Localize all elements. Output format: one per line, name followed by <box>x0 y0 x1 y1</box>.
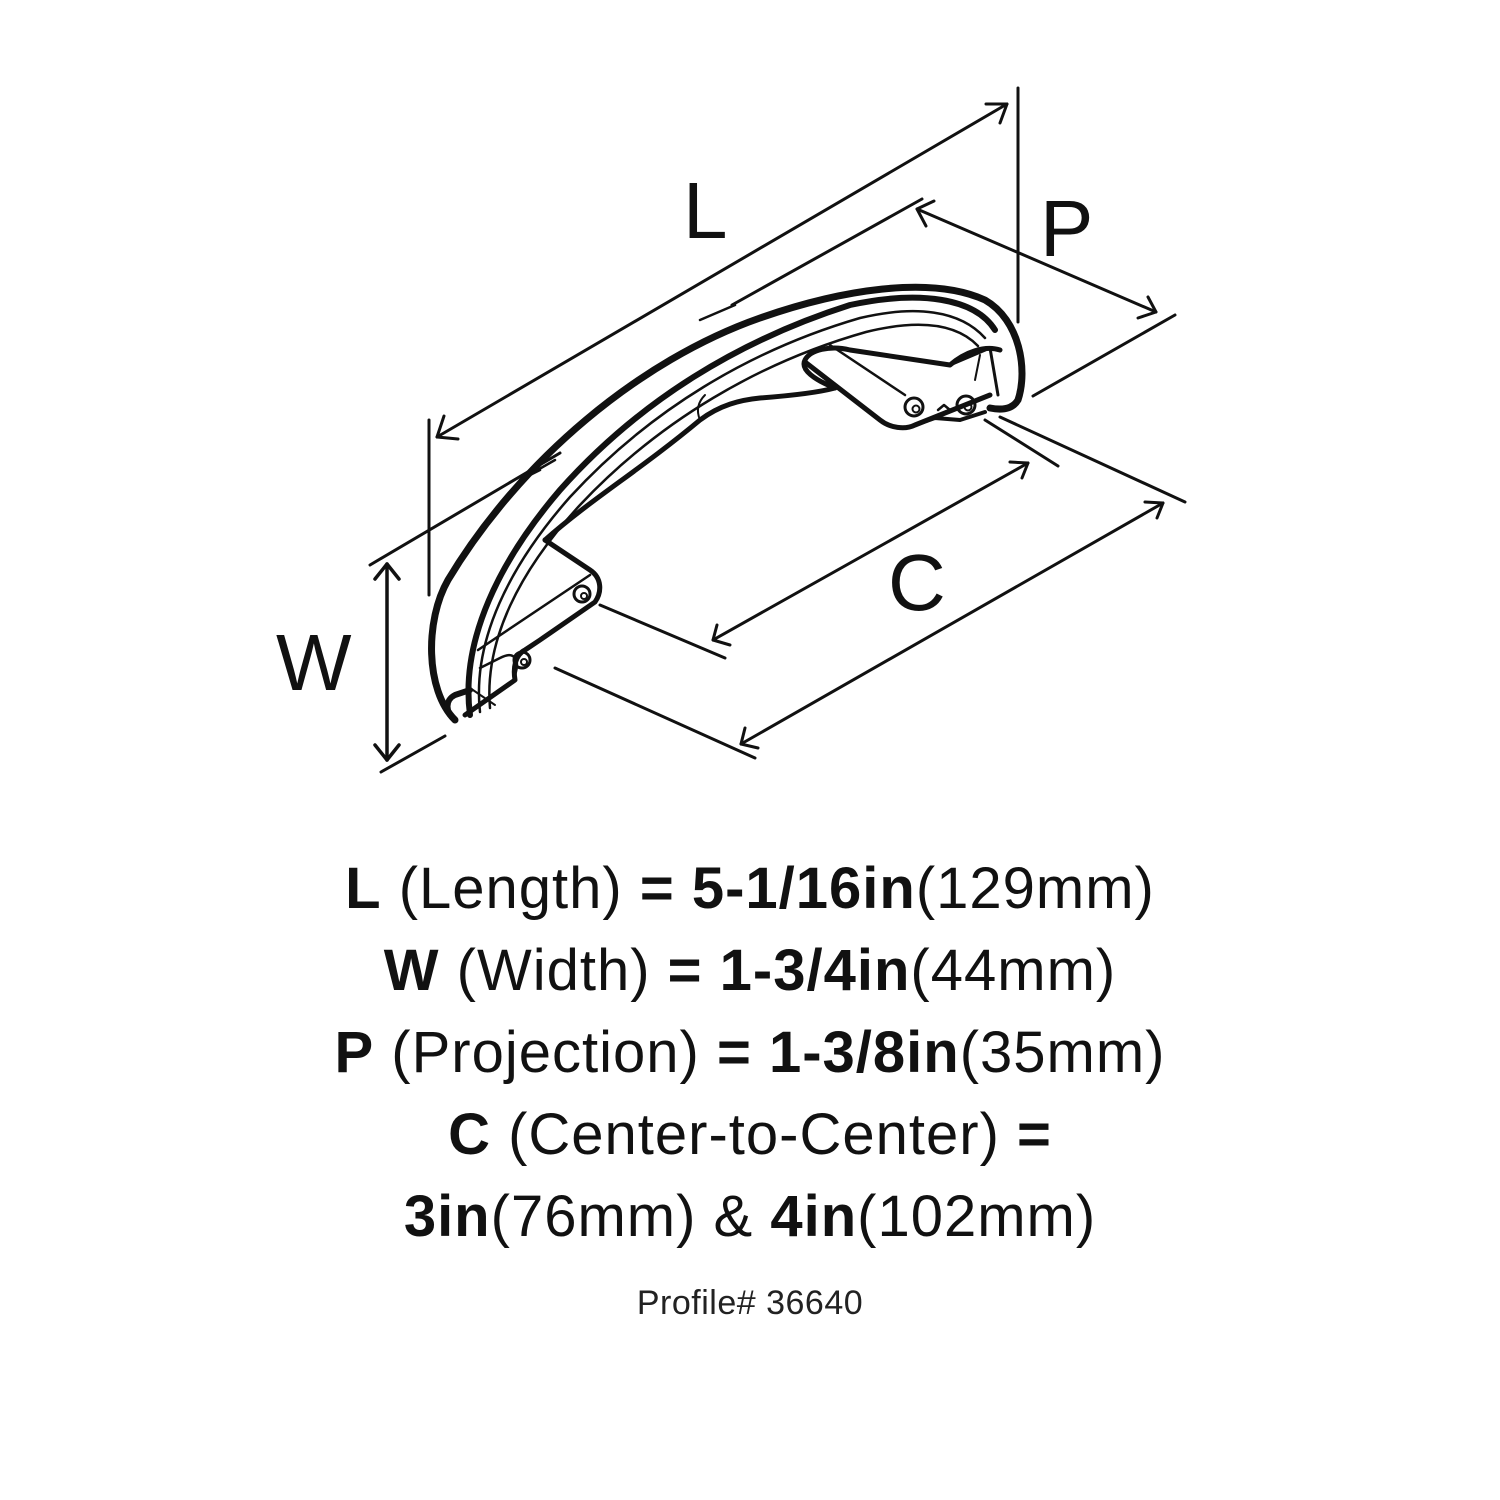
spec-equals: = <box>716 1020 752 1085</box>
label-L: L <box>683 166 728 255</box>
spec-equals: = <box>1017 1102 1052 1167</box>
spec-metric: (44mm) <box>910 938 1117 1003</box>
spec-metric: (35mm) <box>959 1020 1166 1085</box>
spec-joiner: & <box>713 1184 754 1249</box>
spec-imperial: 5-1/16in <box>691 856 916 921</box>
handle-dimension-drawing: L P W C <box>276 86 1187 774</box>
spec-key: L <box>345 856 382 921</box>
profile-number: Profile# 36640 <box>636 1284 864 1322</box>
spec-name: (Width) <box>456 938 651 1003</box>
spec-key: C <box>448 1102 491 1167</box>
spec-projection: P (Projection) = 1-3/8in(35mm) <box>0 1012 1500 1094</box>
dimension-specs: L (Length) = 5-1/16in(129mm) W (Width) =… <box>0 848 1500 1258</box>
label-W: W <box>276 618 352 707</box>
spec-imperial: 3in <box>403 1184 491 1249</box>
length-dimension <box>427 86 1020 597</box>
spec-name: (Center-to-Center) <box>508 1102 1000 1167</box>
left-mount-foot <box>462 537 603 718</box>
spec-equals: = <box>667 938 703 1003</box>
center-to-center-dimension <box>553 415 1187 760</box>
spec-metric: (129mm) <box>915 856 1155 921</box>
right-mount-foot <box>801 343 1003 431</box>
spec-length: L (Length) = 5-1/16in(129mm) <box>0 848 1500 930</box>
spec-imperial: 1-3/8in <box>768 1020 960 1085</box>
spec-name: (Length) <box>398 856 623 921</box>
spec-metric: (102mm) <box>857 1184 1097 1249</box>
spec-imperial: 1-3/4in <box>719 938 911 1003</box>
spec-equals: = <box>639 856 675 921</box>
spec-metric: (76mm) <box>490 1184 697 1249</box>
width-dimension <box>368 451 562 774</box>
spec-center-to-center-values: 3in(76mm) & 4in(102mm) <box>0 1176 1500 1258</box>
label-C: C <box>888 538 946 627</box>
spec-width: W (Width) = 1-3/4in(44mm) <box>0 930 1500 1012</box>
spec-center-to-center: C (Center-to-Center) = <box>0 1094 1500 1176</box>
spec-name: (Projection) <box>391 1020 700 1085</box>
projection-dimension <box>730 197 1177 398</box>
spec-key: P <box>334 1020 375 1085</box>
handle-body <box>428 283 1026 724</box>
spec-imperial: 4in <box>770 1184 858 1249</box>
spec-key: W <box>383 938 440 1003</box>
label-P: P <box>1040 184 1093 273</box>
